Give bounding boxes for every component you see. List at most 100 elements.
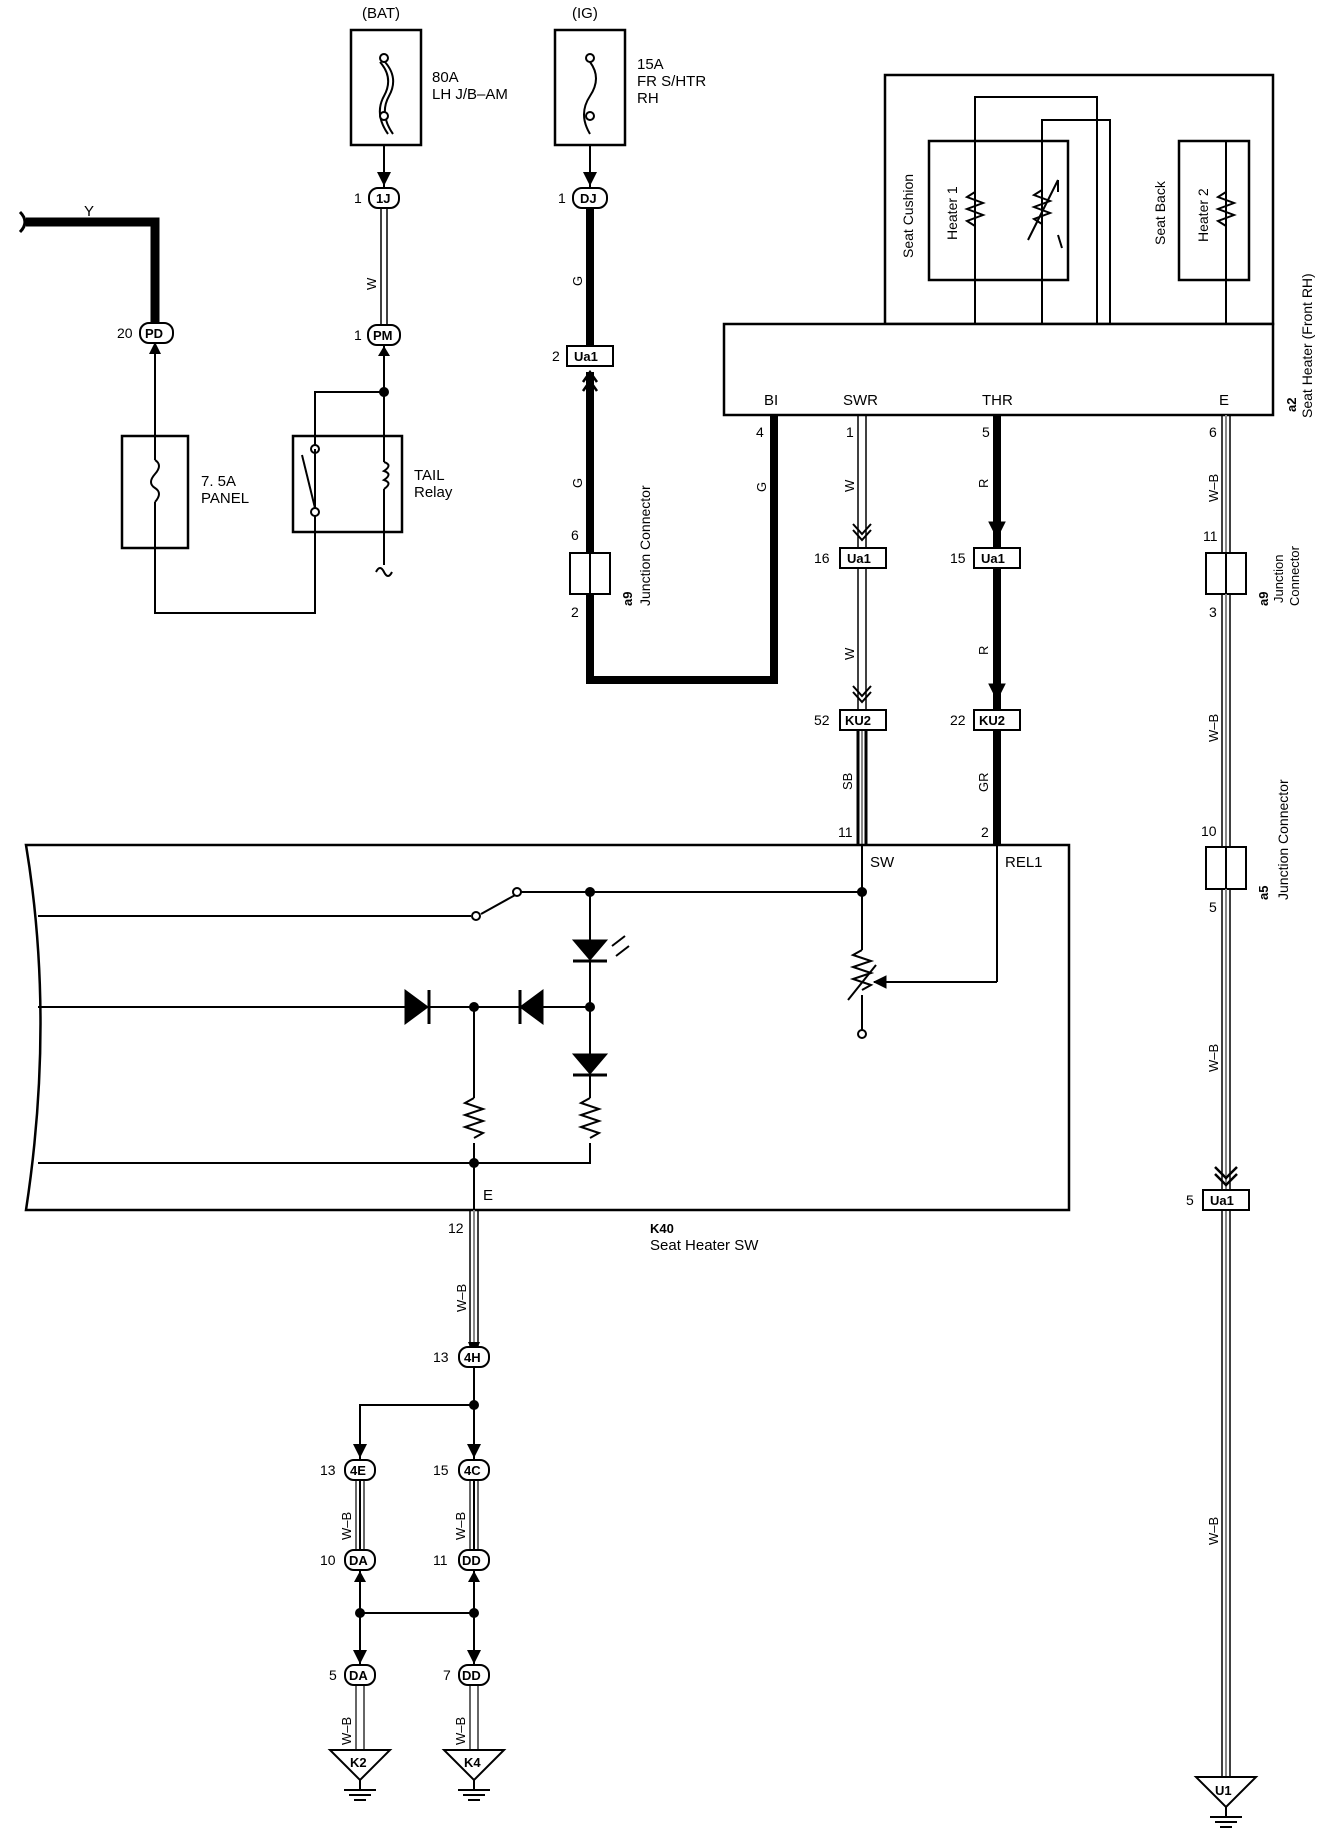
- junction-dot: [469, 1158, 479, 1168]
- connector-dd-label: DD: [462, 1668, 481, 1683]
- fuse-80a-amp: 80A: [432, 69, 459, 86]
- pin-5: 5: [1186, 1192, 1194, 1208]
- a9-name: Junction Connector: [637, 485, 653, 606]
- seat-heater-switch: [24, 843, 1071, 1212]
- connector-ua1-label: Ua1: [847, 551, 871, 566]
- pin-12: 12: [448, 1220, 464, 1236]
- pin-11: 11: [838, 824, 853, 840]
- junction-dot: [469, 1608, 479, 1618]
- wire-wb-label: W–B: [339, 1717, 354, 1745]
- heater-2-label: Heater 2: [1195, 188, 1211, 242]
- a9-code: a9: [620, 592, 635, 606]
- wire-gr-label: GR: [976, 773, 991, 793]
- connector-da: DA: [344, 1549, 376, 1582]
- a5-code: a5: [1256, 886, 1271, 900]
- connector-ua1: Ua1: [839, 547, 887, 569]
- relay-name-2: Relay: [414, 484, 453, 501]
- pin-5: 5: [329, 1667, 337, 1683]
- term-rel1: REL1: [1005, 854, 1043, 871]
- connector-4e: 4E: [344, 1444, 376, 1481]
- seat-heater-a2: [722, 73, 1275, 417]
- wire-sb-label: SB: [840, 773, 855, 790]
- pin-22: 22: [950, 712, 966, 728]
- ground-k4-label: K4: [464, 1755, 481, 1770]
- wire-w-label: W: [842, 647, 857, 660]
- ground-k2: [327, 1749, 393, 1801]
- fuse-panel-amp: 7. 5A: [201, 473, 236, 490]
- a5-name: Junction Connector: [1275, 779, 1291, 900]
- seat-heater-code: a2: [1284, 398, 1299, 412]
- ground-u1-label: U1: [1215, 1783, 1232, 1798]
- junction-dot: [379, 387, 389, 397]
- term-thr: THR: [982, 392, 1013, 409]
- wire-wb-label: W–B: [1206, 474, 1221, 502]
- wire-wb-label: W–B: [454, 1284, 469, 1312]
- connector-dj-label: DJ: [580, 191, 597, 206]
- wire-y-label: Y: [84, 203, 94, 220]
- connector-pm-label: PM: [373, 328, 393, 343]
- pin-11: 11: [433, 1552, 448, 1568]
- wire-wb-label: W–B: [1206, 1044, 1221, 1072]
- source-ig: (IG): [572, 5, 598, 22]
- pin-10: 10: [1201, 823, 1217, 839]
- pin-13: 13: [433, 1349, 449, 1365]
- term-bi: BI: [764, 392, 778, 409]
- connector-4h: 4H: [458, 1342, 490, 1368]
- connector-da: DA: [344, 1650, 376, 1686]
- pin-13: 13: [320, 1462, 336, 1478]
- term-e: E: [1219, 392, 1229, 409]
- junction-dot: [585, 887, 595, 897]
- pin-2: 2: [571, 604, 579, 620]
- connector-pd: PD: [139, 322, 174, 354]
- heater-1-label: Heater 1: [944, 186, 960, 240]
- junction-dot: [469, 1400, 479, 1410]
- term-swr: SWR: [843, 392, 878, 409]
- wire-r-label: R: [976, 646, 991, 655]
- a9-name-2: Connector: [1287, 545, 1302, 606]
- pin-1: 1: [354, 190, 362, 206]
- connector-dd: DD: [458, 1650, 490, 1686]
- connector-da-label: DA: [349, 1553, 368, 1568]
- e-ground-circuit: [1205, 415, 1247, 1777]
- term-e: E: [483, 1187, 493, 1204]
- wire-w-label: W: [364, 277, 379, 290]
- pin-4: 4: [756, 424, 764, 440]
- junction-dot: [585, 1002, 595, 1012]
- wire-r-label: R: [976, 479, 991, 488]
- connector-4c-label: 4C: [464, 1463, 481, 1478]
- pin-3: 3: [1209, 604, 1217, 620]
- pin-5: 5: [982, 424, 990, 440]
- connector-ku2-label: KU2: [979, 713, 1005, 728]
- seat-cushion-label: Seat Cushion: [900, 174, 916, 258]
- relay-name-1: TAIL: [414, 467, 445, 484]
- connector-ua1-label: Ua1: [574, 349, 598, 364]
- connector-1j: 1J: [368, 172, 400, 209]
- connector-da-label: DA: [349, 1668, 368, 1683]
- switch-code: K40: [650, 1221, 674, 1236]
- seat-back-label: Seat Back: [1152, 180, 1168, 245]
- pin-2: 2: [981, 824, 989, 840]
- connector-ua1-label: Ua1: [981, 551, 1005, 566]
- panel-circuit: [18, 210, 316, 614]
- ground-u1: [1193, 1776, 1259, 1828]
- fuse-15a-name-2: RH: [637, 90, 659, 107]
- wire-wb-label: W–B: [1206, 1517, 1221, 1545]
- wire-g-label: G: [570, 478, 585, 488]
- swr-circuit: [852, 415, 872, 845]
- junction-dot: [469, 1002, 479, 1012]
- fuse-15a-amp: 15A: [637, 56, 664, 73]
- wire-wb-label: W–B: [1206, 714, 1221, 742]
- connector-pm: PM: [367, 324, 401, 356]
- connector-ua1-label: Ua1: [1210, 1193, 1234, 1208]
- connector-dd: DD: [458, 1549, 490, 1582]
- pin-20: 20: [117, 325, 133, 341]
- thr-circuit: [988, 415, 1006, 845]
- pin-2: 2: [552, 348, 560, 364]
- connector-4c: 4C: [458, 1444, 490, 1481]
- connector-ku2-label: KU2: [845, 713, 871, 728]
- pin-15: 15: [950, 550, 966, 566]
- pin-6: 6: [1209, 424, 1217, 440]
- ground-k4: [441, 1749, 507, 1801]
- pin-7: 7: [443, 1667, 451, 1683]
- connector-ku2: KU2: [973, 709, 1021, 731]
